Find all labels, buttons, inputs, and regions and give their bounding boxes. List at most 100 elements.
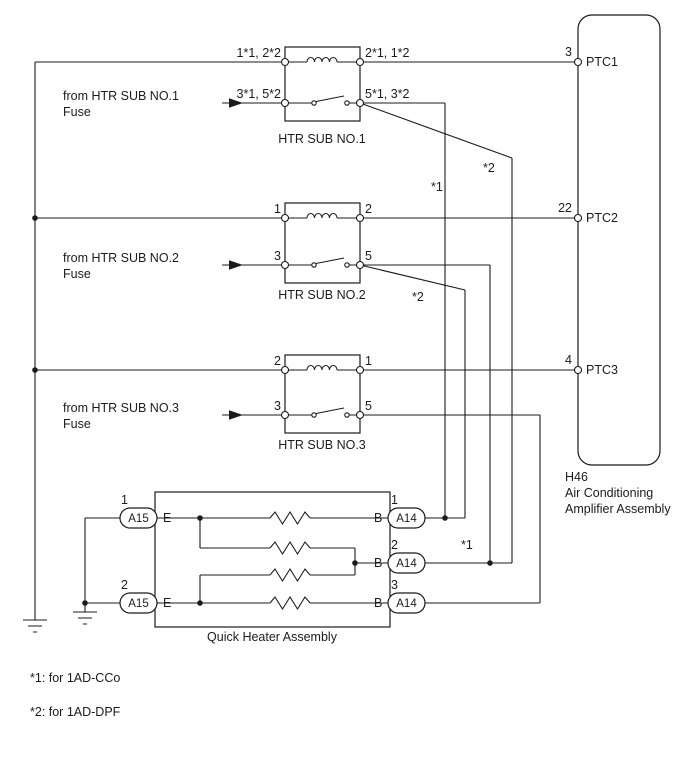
- amplifier-pin-number-3: 4: [565, 353, 572, 367]
- fuse-arrow-3: [229, 410, 243, 420]
- wire-tag-relay1-cco: *1: [431, 180, 443, 194]
- relay-1-pin-bottom-right: [355, 98, 365, 108]
- relay-htr-sub-2: 1 2 3 5 HTR SUB NO.2 from HTR SUB NO.2 F…: [63, 202, 372, 302]
- connector-a15-1-pin: 1: [121, 493, 128, 507]
- connector-a14-3-code: A14: [396, 598, 417, 610]
- amplifier-pin-label-3: PTC3: [586, 363, 618, 377]
- ground-symbol-heater: [73, 611, 97, 625]
- heater-internal-wires: [157, 517, 388, 604]
- connector-a15-1: [119, 507, 158, 529]
- amplifier-pin-ptc1: [573, 57, 583, 67]
- relay-2-name: HTR SUB NO.2: [278, 288, 366, 302]
- heater-terminal-e2: E: [163, 596, 171, 610]
- wire-tag-relay2-cco: *1: [461, 538, 473, 552]
- relay-3-fuse-label-line2: Fuse: [63, 417, 91, 431]
- junction-dot: [487, 560, 493, 566]
- relay-2-pin-bottom-left: [280, 260, 290, 270]
- fuse-arrow-2: [229, 260, 243, 270]
- connector-a14-3-pin: 3: [391, 578, 398, 592]
- relay-2-switch-contact-left: [311, 262, 317, 268]
- junction-dot: [197, 515, 203, 521]
- relay-1-fuse-label-line2: Fuse: [63, 105, 91, 119]
- quick-heater-assembly: E E B B B Quick Heater Assembly A15 1 A1…: [119, 491, 426, 644]
- relay-2-pin-label-br: 5: [365, 249, 372, 263]
- relay-2-switch-contact-right: [344, 262, 350, 268]
- relay-3-pin-bottom-left: [280, 410, 290, 420]
- connector-a15-1-code: A15: [128, 513, 148, 525]
- relay-htr-sub-1: 1*1, 2*2 2*1, 1*2 3*1, 5*2 5*1, 3*2 HTR …: [63, 46, 410, 146]
- connector-a15-2-pin: 2: [121, 578, 128, 592]
- amplifier-name-line2: Amplifier Assembly: [565, 502, 671, 516]
- ground-symbol-left: [23, 619, 47, 633]
- relay-3-switch-contact-right: [344, 412, 350, 418]
- relay-3-name: HTR SUB NO.3: [278, 438, 366, 452]
- relay-2-pin-label-tr: 2: [365, 202, 372, 216]
- relay-1-pin-bottom-left: [280, 98, 290, 108]
- fuse-arrow-1: [229, 98, 243, 108]
- junction-dots: [32, 215, 493, 606]
- relay-3-switch-contact-left: [311, 412, 317, 418]
- wire-tag-relay2-dpf: *2: [412, 290, 424, 304]
- relay-3-fuse-label-line1: from HTR SUB NO.3: [63, 401, 179, 415]
- junction-dot: [442, 515, 448, 521]
- relay-3-pin-top-left: [280, 365, 290, 375]
- footnote-1: *1: for 1AD-CCo: [30, 671, 120, 685]
- relay-3-pin-label-tr: 1: [365, 354, 372, 368]
- connector-a14-1: [387, 507, 426, 529]
- variant-diagonal-wires: [359, 102, 513, 291]
- relay-2-pin-top-right: [355, 213, 365, 223]
- relay-3-pin-label-bl: 3: [274, 399, 281, 413]
- heater-terminal-e1: E: [163, 511, 171, 525]
- relay-1-name: HTR SUB NO.1: [278, 132, 366, 146]
- connector-a14-3: [387, 592, 426, 614]
- connector-a14-1-pin: 1: [391, 493, 398, 507]
- connector-a15-2-code: A15: [128, 598, 148, 610]
- amplifier-box: [577, 14, 661, 466]
- amplifier-pin-ptc3: [573, 365, 583, 375]
- junction-dot: [352, 560, 358, 566]
- relay-1-box: [284, 46, 361, 122]
- relay-1-fuse-label-line1: from HTR SUB NO.1: [63, 89, 179, 103]
- relay-1-pin-top-left: [280, 57, 290, 67]
- fuse-arrows: [229, 98, 243, 420]
- junction-dot: [82, 600, 88, 606]
- relay-1-switch-contact-left: [311, 100, 317, 106]
- relay-1-pin-label-br: 5*1, 3*2: [365, 87, 410, 101]
- relay-3-pin-label-br: 5: [365, 399, 372, 413]
- heater-resistor-2: [269, 540, 311, 556]
- amplifier-name-line1: Air Conditioning: [565, 486, 653, 500]
- amplifier-pin-label-1: PTC1: [586, 55, 618, 69]
- connector-a14-2: [387, 552, 426, 574]
- relay-1-pin-label-bl: 3*1, 5*2: [237, 87, 282, 101]
- ac-amplifier-assembly: 3 PTC1 22 PTC2 4 PTC3 H46 Air Conditioni…: [558, 14, 671, 516]
- amplifier-pin-number-1: 3: [565, 45, 572, 59]
- footnotes: *1: for 1AD-CCo *2: for 1AD-DPF: [30, 671, 121, 719]
- wire-variant-tags: *2 *1 *2 *1: [412, 161, 495, 552]
- relay-2-fuse-label-line2: Fuse: [63, 267, 91, 281]
- junction-dot: [197, 600, 203, 606]
- relay-2-pin-label-tl: 1: [274, 202, 281, 216]
- relay-2-pin-bottom-right: [355, 260, 365, 270]
- amplifier-pin-number-2: 22: [558, 201, 572, 215]
- relay-2-pin-top-left: [280, 213, 290, 223]
- relay-3-pin-top-right: [355, 365, 365, 375]
- connector-a14-2-code: A14: [396, 558, 417, 570]
- relay-2-fuse-label-line1: from HTR SUB NO.2: [63, 251, 179, 265]
- heater-resistor-4: [269, 595, 311, 611]
- amplifier-pin-ptc2: [573, 213, 583, 223]
- heater-terminal-b2: B: [374, 556, 382, 570]
- heater-terminal-b3: B: [374, 596, 382, 610]
- junction-dot: [32, 367, 38, 373]
- relay-1-pin-label-tl: 1*1, 2*2: [237, 46, 282, 60]
- relay-3-pin-label-tl: 2: [274, 354, 281, 368]
- relay-htr-sub-3: 2 1 3 5 HTR SUB NO.3 from HTR SUB NO.3 F…: [63, 354, 372, 452]
- footnote-2: *2: for 1AD-DPF: [30, 705, 121, 719]
- junction-dot: [32, 215, 38, 221]
- relay-1-switch-contact-right: [344, 100, 350, 106]
- relay-1-pin-label-tr: 2*1, 1*2: [365, 46, 410, 60]
- wire-tag-relay1-dpf: *2: [483, 161, 495, 175]
- amplifier-connector-code: H46: [565, 470, 588, 484]
- heater-terminal-b1: B: [374, 511, 382, 525]
